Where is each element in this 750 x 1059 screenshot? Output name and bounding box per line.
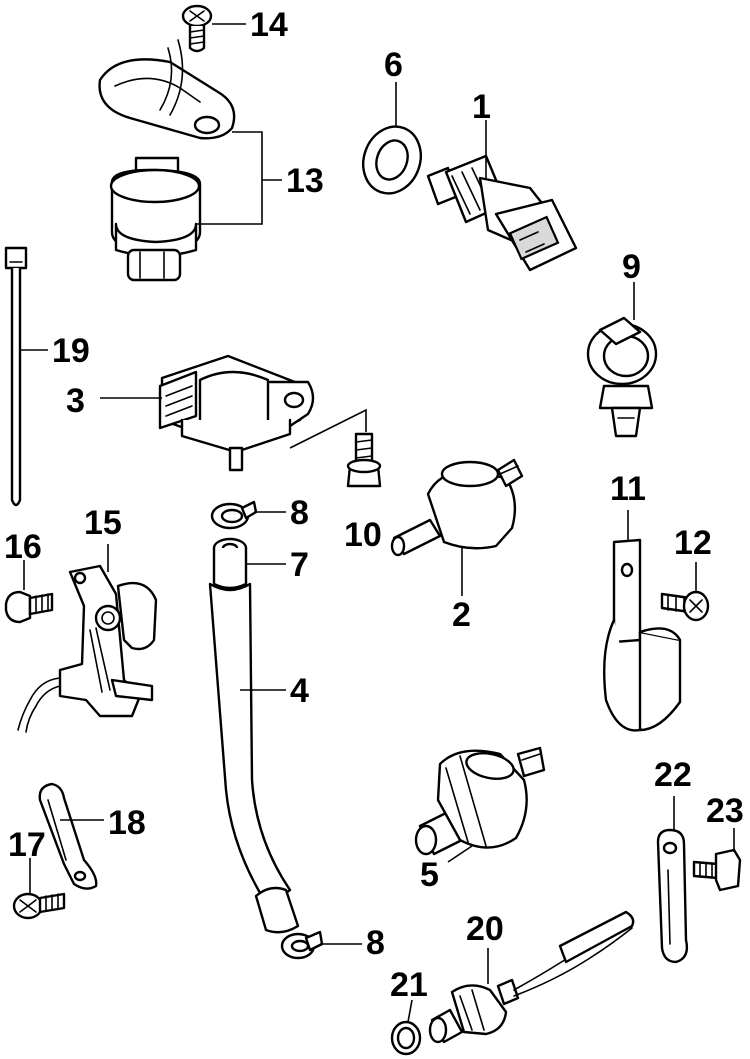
- part-1-sender: [426, 154, 578, 272]
- part-17-bolt: [12, 892, 66, 920]
- callout-9: 9: [622, 248, 641, 286]
- callout-1: 1: [472, 88, 491, 126]
- callout-4: 4: [290, 672, 309, 710]
- callout-8-upper: 8: [290, 494, 309, 532]
- part-11-bracket-clip: [603, 538, 682, 732]
- part-20-sender-wired: [428, 910, 635, 1044]
- callout-22: 22: [654, 756, 692, 794]
- callout-16: 16: [4, 528, 42, 566]
- part-4-vacuum-hose: [208, 582, 300, 934]
- callout-5: 5: [420, 856, 439, 894]
- callout-11: 11: [610, 470, 646, 508]
- part-9-clamp: [586, 316, 658, 438]
- callout-23: 23: [706, 792, 744, 830]
- callout-21: 21: [390, 966, 428, 1004]
- callout-10: 10: [344, 516, 382, 554]
- callout-17: 17: [8, 826, 46, 864]
- callout-2: 2: [452, 596, 471, 634]
- part-16-bolt: [4, 590, 54, 624]
- part-14-screw: [181, 4, 213, 53]
- part-21-o-ring: [390, 1020, 422, 1056]
- part-2-pressure-switch: [390, 458, 524, 557]
- callout-20: 20: [466, 910, 504, 948]
- callout-13: 13: [286, 162, 324, 200]
- callout-14: 14: [250, 6, 288, 44]
- callout-18: 18: [108, 804, 146, 842]
- part-15-tps: [17, 564, 158, 733]
- part-8-hose-clip-upper: [210, 500, 258, 530]
- callout-19: 19: [52, 332, 90, 370]
- callout-15: 15: [84, 504, 122, 542]
- callout-3: 3: [66, 382, 85, 420]
- callout-8-lower: 8: [366, 924, 385, 962]
- callout-6: 6: [384, 46, 403, 84]
- callout-12: 12: [674, 524, 712, 562]
- part-7-hose-end: [212, 537, 248, 590]
- part-22-strap: [656, 828, 689, 964]
- callout-7: 7: [290, 546, 309, 584]
- part-10-bolt: [346, 432, 382, 488]
- part-12-screw: [660, 590, 710, 622]
- part-23-bolt: [692, 848, 742, 892]
- part-6-washer: [362, 125, 422, 195]
- part-8-hose-clip-lower: [280, 930, 324, 960]
- part-13-sensor-flange: [98, 39, 236, 282]
- part-3-map-sensor: [158, 354, 315, 472]
- part-5-pressure-switch: [414, 746, 546, 856]
- part-18-bracket: [38, 782, 98, 890]
- part-19-cable-tie: [4, 246, 28, 507]
